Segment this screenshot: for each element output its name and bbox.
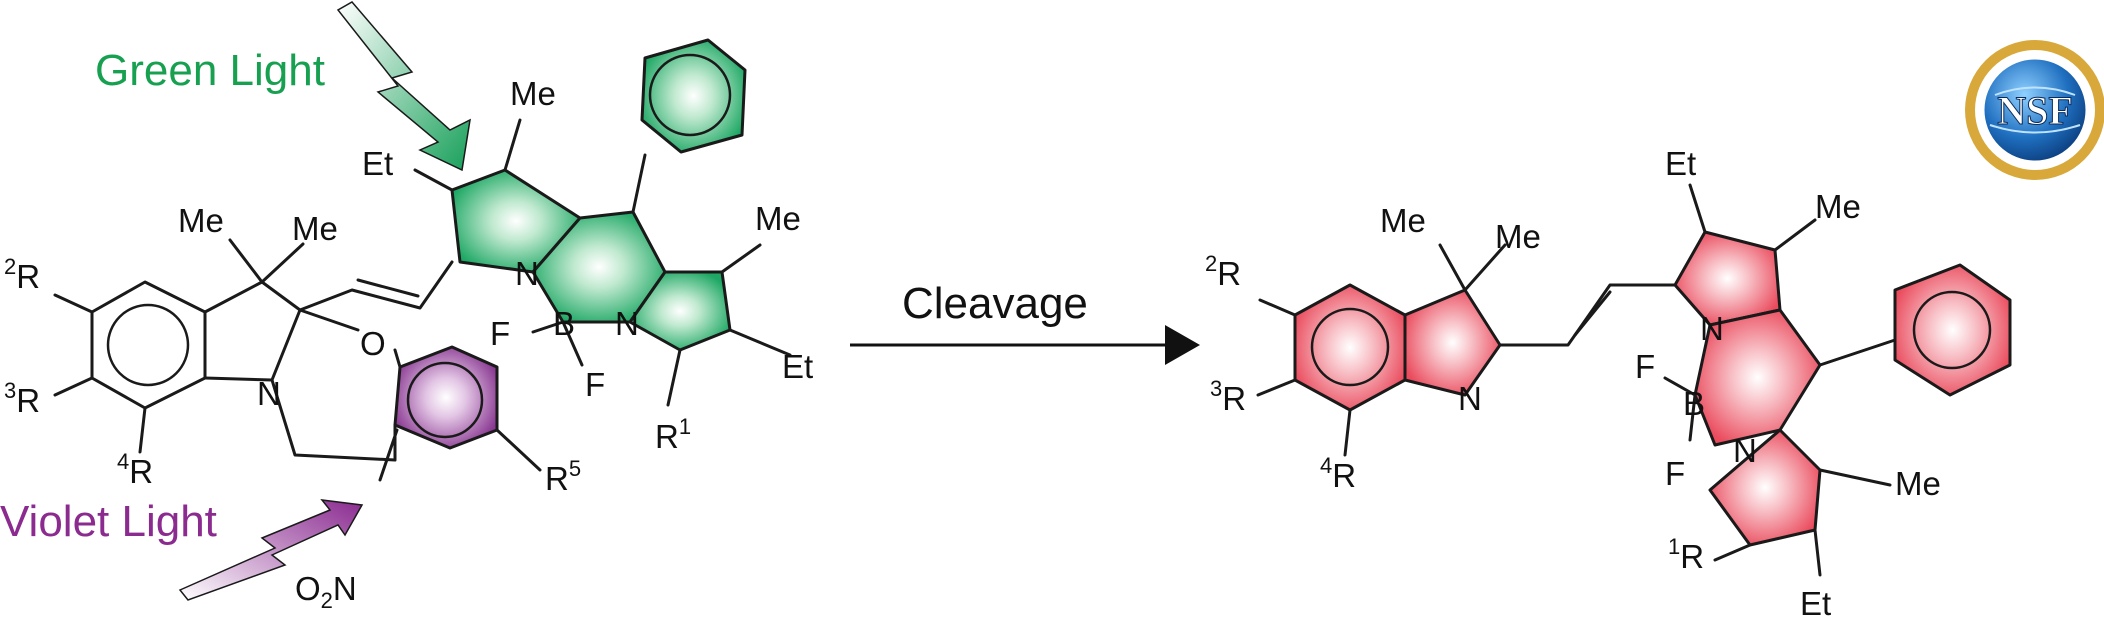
reactant-r4-letter: R (129, 453, 153, 490)
product-phenyl-ring (1893, 263, 2012, 397)
violet-light-bolt (178, 499, 364, 601)
product-r1-sup: 1 (1668, 534, 1680, 559)
reactant-o2n-n: N (333, 570, 357, 607)
reactant-et-right: Et (782, 348, 813, 385)
nitrobenzyl-aromatic-circle (406, 361, 484, 439)
product-f2: F (1665, 455, 1685, 492)
product-me-gem1: Me (1380, 202, 1426, 239)
product-phenyl-aromatic-circle (1912, 290, 1992, 370)
reactant-o2n-sub: 2 (321, 588, 333, 613)
product-r3-letter: R (1222, 380, 1246, 417)
reactant-r2-sup: 2 (4, 254, 16, 279)
bodipy-pyrrole-right (628, 270, 732, 352)
product-indole-aromatic-circle (1310, 307, 1390, 387)
reactant-molecule: Me Et Me Et R1 Me Me 2R 3R 4R R5 N O N N… (4, 38, 813, 613)
product-bodipy-pyrrole-top (1673, 230, 1782, 327)
product-n2: N (1733, 432, 1757, 469)
reactant-f2: F (585, 366, 605, 403)
reactant-et-left: Et (362, 145, 393, 182)
green-light-label: Green Light (95, 46, 325, 95)
product-et-top: Et (1665, 145, 1696, 182)
reactant-f1: F (490, 315, 510, 352)
product-r4-sup: 4 (1320, 453, 1332, 478)
nsf-logo-text: NSF (1997, 88, 2073, 133)
product-me-gem2: Me (1495, 218, 1541, 255)
reactant-o2n: O2N (295, 570, 357, 613)
green-light-bolt (336, 1, 471, 172)
indoline-aromatic-circle (106, 303, 190, 387)
reactant-r3-letter: R (16, 382, 40, 419)
reaction-arrow (850, 325, 1200, 365)
reactant-me-right: Me (755, 200, 801, 237)
product-r1: 1R (1668, 534, 1704, 575)
reactant-n-bodipy1: N (515, 255, 539, 292)
reactant-r2-letter: R (16, 258, 40, 295)
reactant-b: B (553, 305, 575, 342)
product-r2: 2R (1205, 251, 1241, 292)
phenyl-aromatic-circle (648, 53, 732, 137)
reactant-r3: 3R (4, 378, 40, 419)
product-r1-letter: R (1680, 538, 1704, 575)
reactant-r5-letter: R (545, 460, 569, 497)
product-r3-sup: 3 (1210, 376, 1222, 401)
reactant-me-gem2: Me (292, 210, 338, 247)
reactant-me-gem1: Me (178, 202, 224, 239)
reactant-r2: 2R (4, 254, 40, 295)
reactant-me-top: Me (510, 75, 556, 112)
product-r2-sup: 2 (1205, 251, 1217, 276)
product-me-bottom: Me (1895, 465, 1941, 502)
reactant-o2n-o: O (295, 570, 321, 607)
reactant-o-spiro: O (360, 325, 386, 362)
violet-light-label: Violet Light (0, 497, 217, 546)
reactant-r1-letter: R (655, 418, 679, 455)
reactant-r5: R5 (545, 456, 581, 497)
product-me-top: Me (1815, 188, 1861, 225)
product-n1: N (1700, 310, 1724, 347)
reactant-r1: R1 (655, 414, 691, 455)
reactant-r4-sup: 4 (117, 449, 129, 474)
reactant-r1-sup: 1 (679, 414, 691, 439)
product-indolenine-ring (1403, 288, 1502, 397)
reactant-n-indoline: N (257, 375, 281, 412)
reactant-r4: 4R (117, 449, 153, 490)
cleavage-label: Cleavage (902, 279, 1088, 328)
product-r4-letter: R (1332, 457, 1356, 494)
product-bodipy-pyrrole-bottom (1708, 428, 1822, 547)
bodipy-pyrrole-left (450, 168, 582, 274)
product-et-bottom: Et (1800, 585, 1831, 622)
product-n-indole: N (1458, 380, 1482, 417)
product-b: B (1683, 385, 1705, 422)
reactant-n-bodipy2: N (615, 305, 639, 342)
reactant-r5-sup: 5 (569, 456, 581, 481)
product-molecule: Me Me 2R 3R 4R N Et Me N B F F N Me Et 1… (1205, 145, 2012, 622)
product-r3: 3R (1210, 376, 1246, 417)
product-r2-letter: R (1217, 255, 1241, 292)
product-f1: F (1635, 348, 1655, 385)
reactant-r3-sup: 3 (4, 378, 16, 403)
product-r4: 4R (1320, 453, 1356, 494)
nsf-logo: NSF (1965, 40, 2104, 180)
